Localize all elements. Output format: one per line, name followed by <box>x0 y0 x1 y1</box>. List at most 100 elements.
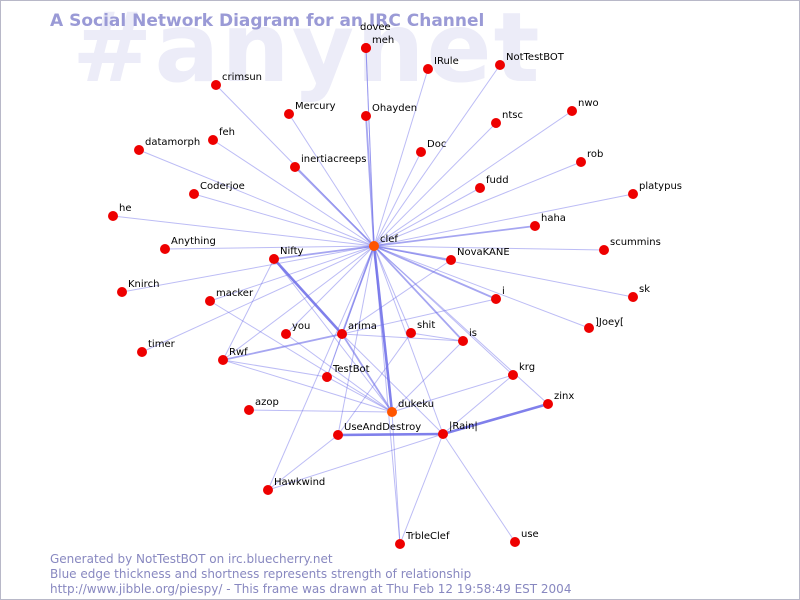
node-clef[interactable]: clef <box>369 234 398 251</box>
node-marker-platypus[interactable] <box>628 189 638 199</box>
node-nottestbot[interactable]: NotTestBOT <box>495 52 565 70</box>
node-marker-datamorph[interactable] <box>134 145 144 155</box>
node-marker-you[interactable] <box>281 329 291 339</box>
node-marker-nwo[interactable] <box>567 106 577 116</box>
node-feh[interactable]: feh <box>208 127 235 145</box>
node-marker-rain[interactable] <box>438 429 448 439</box>
node-use[interactable]: use <box>510 529 539 547</box>
node-rain[interactable]: |Rain| <box>438 421 478 439</box>
node-ntsc[interactable]: ntsc <box>491 110 523 128</box>
node-marker-i[interactable] <box>491 294 501 304</box>
node-marker-doc[interactable] <box>416 147 426 157</box>
node-marker-novakane[interactable] <box>446 255 456 265</box>
node-marker-irule[interactable] <box>423 64 433 74</box>
node-marker-azop[interactable] <box>244 405 254 415</box>
node-label-crimsun: crimsun <box>222 72 262 83</box>
node-you[interactable]: you <box>281 321 310 339</box>
node-nifty[interactable]: Nifty <box>269 246 304 264</box>
node-testbot[interactable]: TestBot <box>322 364 370 382</box>
node-marker-shit[interactable] <box>406 328 416 338</box>
node-irule[interactable]: IRule <box>423 56 459 74</box>
node-i[interactable]: i <box>491 286 505 304</box>
node-krg[interactable]: krg <box>508 362 535 380</box>
node-marker-he[interactable] <box>108 211 118 221</box>
node-rwf[interactable]: Rwf <box>218 347 248 365</box>
node-marker-knirch[interactable] <box>117 287 127 297</box>
node-platypus[interactable]: platypus <box>628 181 682 199</box>
node-zinx[interactable]: zinx <box>543 391 574 409</box>
node-marker-timer[interactable] <box>137 347 147 357</box>
node-marker-coderjoe[interactable] <box>189 189 199 199</box>
node-rob[interactable]: rob <box>576 149 603 167</box>
node-novakane[interactable]: NovaKANE <box>446 247 510 265</box>
node-marker-fudd[interactable] <box>475 183 485 193</box>
edge-clef-he <box>112 215 375 247</box>
edge-arima-rain <box>341 333 444 435</box>
node-fudd[interactable]: fudd <box>475 175 509 193</box>
node-crimsun[interactable]: crimsun <box>211 72 262 90</box>
node-marker-hawkwind[interactable] <box>263 485 273 495</box>
node-macker[interactable]: macker <box>205 288 254 306</box>
node-marker-is[interactable] <box>458 336 468 346</box>
node-marker-joey[interactable] <box>584 323 594 333</box>
node-marker-scummins[interactable] <box>599 245 609 255</box>
node-scummins[interactable]: scummins <box>599 237 661 255</box>
node-marker-meh[interactable] <box>361 43 371 53</box>
node-label-krg: krg <box>519 362 535 373</box>
node-marker-feh[interactable] <box>208 135 218 145</box>
node-marker-useanddestroy[interactable] <box>333 430 343 440</box>
node-joey[interactable]: ]Joey[ <box>584 317 624 333</box>
node-marker-mercury[interactable] <box>284 109 294 119</box>
node-marker-clef[interactable] <box>369 241 379 251</box>
node-marker-testbot[interactable] <box>322 372 332 382</box>
node-marker-krg[interactable] <box>508 370 518 380</box>
node-marker-dukeku[interactable] <box>387 407 397 417</box>
node-marker-ohayden[interactable] <box>361 111 371 121</box>
node-marker-nottestbot[interactable] <box>495 60 505 70</box>
node-knirch[interactable]: Knirch <box>117 279 159 297</box>
node-marker-rwf[interactable] <box>218 355 228 365</box>
node-is[interactable]: is <box>458 328 477 346</box>
node-nwo[interactable]: nwo <box>567 98 599 116</box>
node-marker-nifty[interactable] <box>269 254 279 264</box>
node-marker-zinx[interactable] <box>543 399 553 409</box>
node-doc[interactable]: Doc <box>416 139 446 157</box>
node-ohayden[interactable]: Ohayden <box>361 103 417 121</box>
node-marker-macker[interactable] <box>205 296 215 306</box>
node-shit[interactable]: shit <box>406 320 435 338</box>
node-anything[interactable]: Anything <box>160 236 216 254</box>
edge-rain-hawkwind <box>267 433 444 491</box>
node-marker-haha[interactable] <box>530 221 540 231</box>
node-marker-inertiacreeps[interactable] <box>290 162 300 172</box>
node-marker-crimsun[interactable] <box>211 80 221 90</box>
node-marker-ntsc[interactable] <box>491 118 501 128</box>
node-meh[interactable]: meh <box>361 35 394 53</box>
node-marker-rob[interactable] <box>576 157 586 167</box>
node-dukeku[interactable]: dukeku <box>387 399 434 417</box>
node-marker-arima[interactable] <box>337 329 347 339</box>
node-marker-sk[interactable] <box>628 292 638 302</box>
edge-clef-rain <box>373 245 444 435</box>
node-datamorph[interactable]: datamorph <box>134 137 200 155</box>
node-azop[interactable]: azop <box>244 397 279 415</box>
node-marker-trbleclef[interactable] <box>395 539 405 549</box>
node-label-rain: |Rain| <box>449 421 478 432</box>
node-he[interactable]: he <box>108 203 132 221</box>
node-useanddestroy[interactable]: UseAndDestroy <box>333 422 421 440</box>
node-hawkwind[interactable]: Hawkwind <box>263 477 325 495</box>
node-label-is: is <box>469 328 477 339</box>
node-trbleclef[interactable]: TrbleClef <box>395 531 450 549</box>
node-marker-use[interactable] <box>510 537 520 547</box>
footer-source-link[interactable]: http://www.jibble.org/piespy/ - This fra… <box>50 582 572 596</box>
node-coderjoe[interactable]: Coderjoe <box>189 181 245 199</box>
edge-clef-irule <box>373 68 429 247</box>
node-mercury[interactable]: Mercury <box>284 101 336 119</box>
edge-clef-shit <box>373 245 412 334</box>
node-marker-anything[interactable] <box>160 244 170 254</box>
node-sk[interactable]: sk <box>628 284 650 302</box>
node-inertiacreeps[interactable]: inertiacreeps <box>290 154 366 172</box>
node-arima[interactable]: arima <box>337 321 377 339</box>
edge-macker-dukeku <box>209 300 393 413</box>
node-timer[interactable]: timer <box>137 339 176 357</box>
node-haha[interactable]: haha <box>530 213 566 231</box>
